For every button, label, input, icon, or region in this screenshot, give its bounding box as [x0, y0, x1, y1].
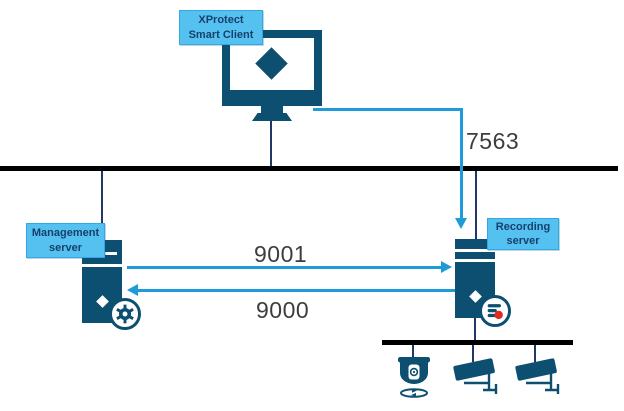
gear-glyph: [116, 304, 134, 324]
connector-line-bus-to-management: [101, 171, 103, 240]
monitor-stand-base: [252, 113, 292, 121]
connector-line-recording-to-camera-bus: [474, 318, 476, 340]
record-database-glyph: [487, 304, 503, 320]
network-bus: [0, 166, 618, 171]
smart-client-label: XProtect Smart Client: [179, 10, 263, 45]
port-label-7563: 7563: [466, 128, 520, 154]
port-label-9001: 9001: [254, 241, 308, 267]
bullet-camera-icon: [512, 353, 566, 402]
connector-line-bus-to-camera1: [472, 345, 474, 362]
connector-line-bus-to-dome: [412, 345, 414, 359]
monitor-stand-neck: [261, 106, 283, 113]
port-label-9000: 9000: [256, 297, 310, 323]
recording-server-label: Recording server: [487, 218, 559, 250]
monitor-screen: [230, 38, 314, 90]
gear-icon: [109, 298, 141, 330]
bullet-camera-icon: [450, 353, 504, 402]
monitor-icon: [222, 30, 322, 106]
management-server-label: Management server: [26, 223, 105, 258]
milestone-diamond-icon: [255, 47, 288, 80]
connector-line-bus-to-camera2: [534, 345, 536, 362]
camera-bus: [382, 340, 573, 345]
connector-line-bus-to-recording: [475, 171, 477, 239]
record-database-icon: [479, 295, 511, 327]
connector-line-client-to-bus: [270, 121, 272, 166]
ptz-dome-camera-icon: [395, 352, 433, 405]
